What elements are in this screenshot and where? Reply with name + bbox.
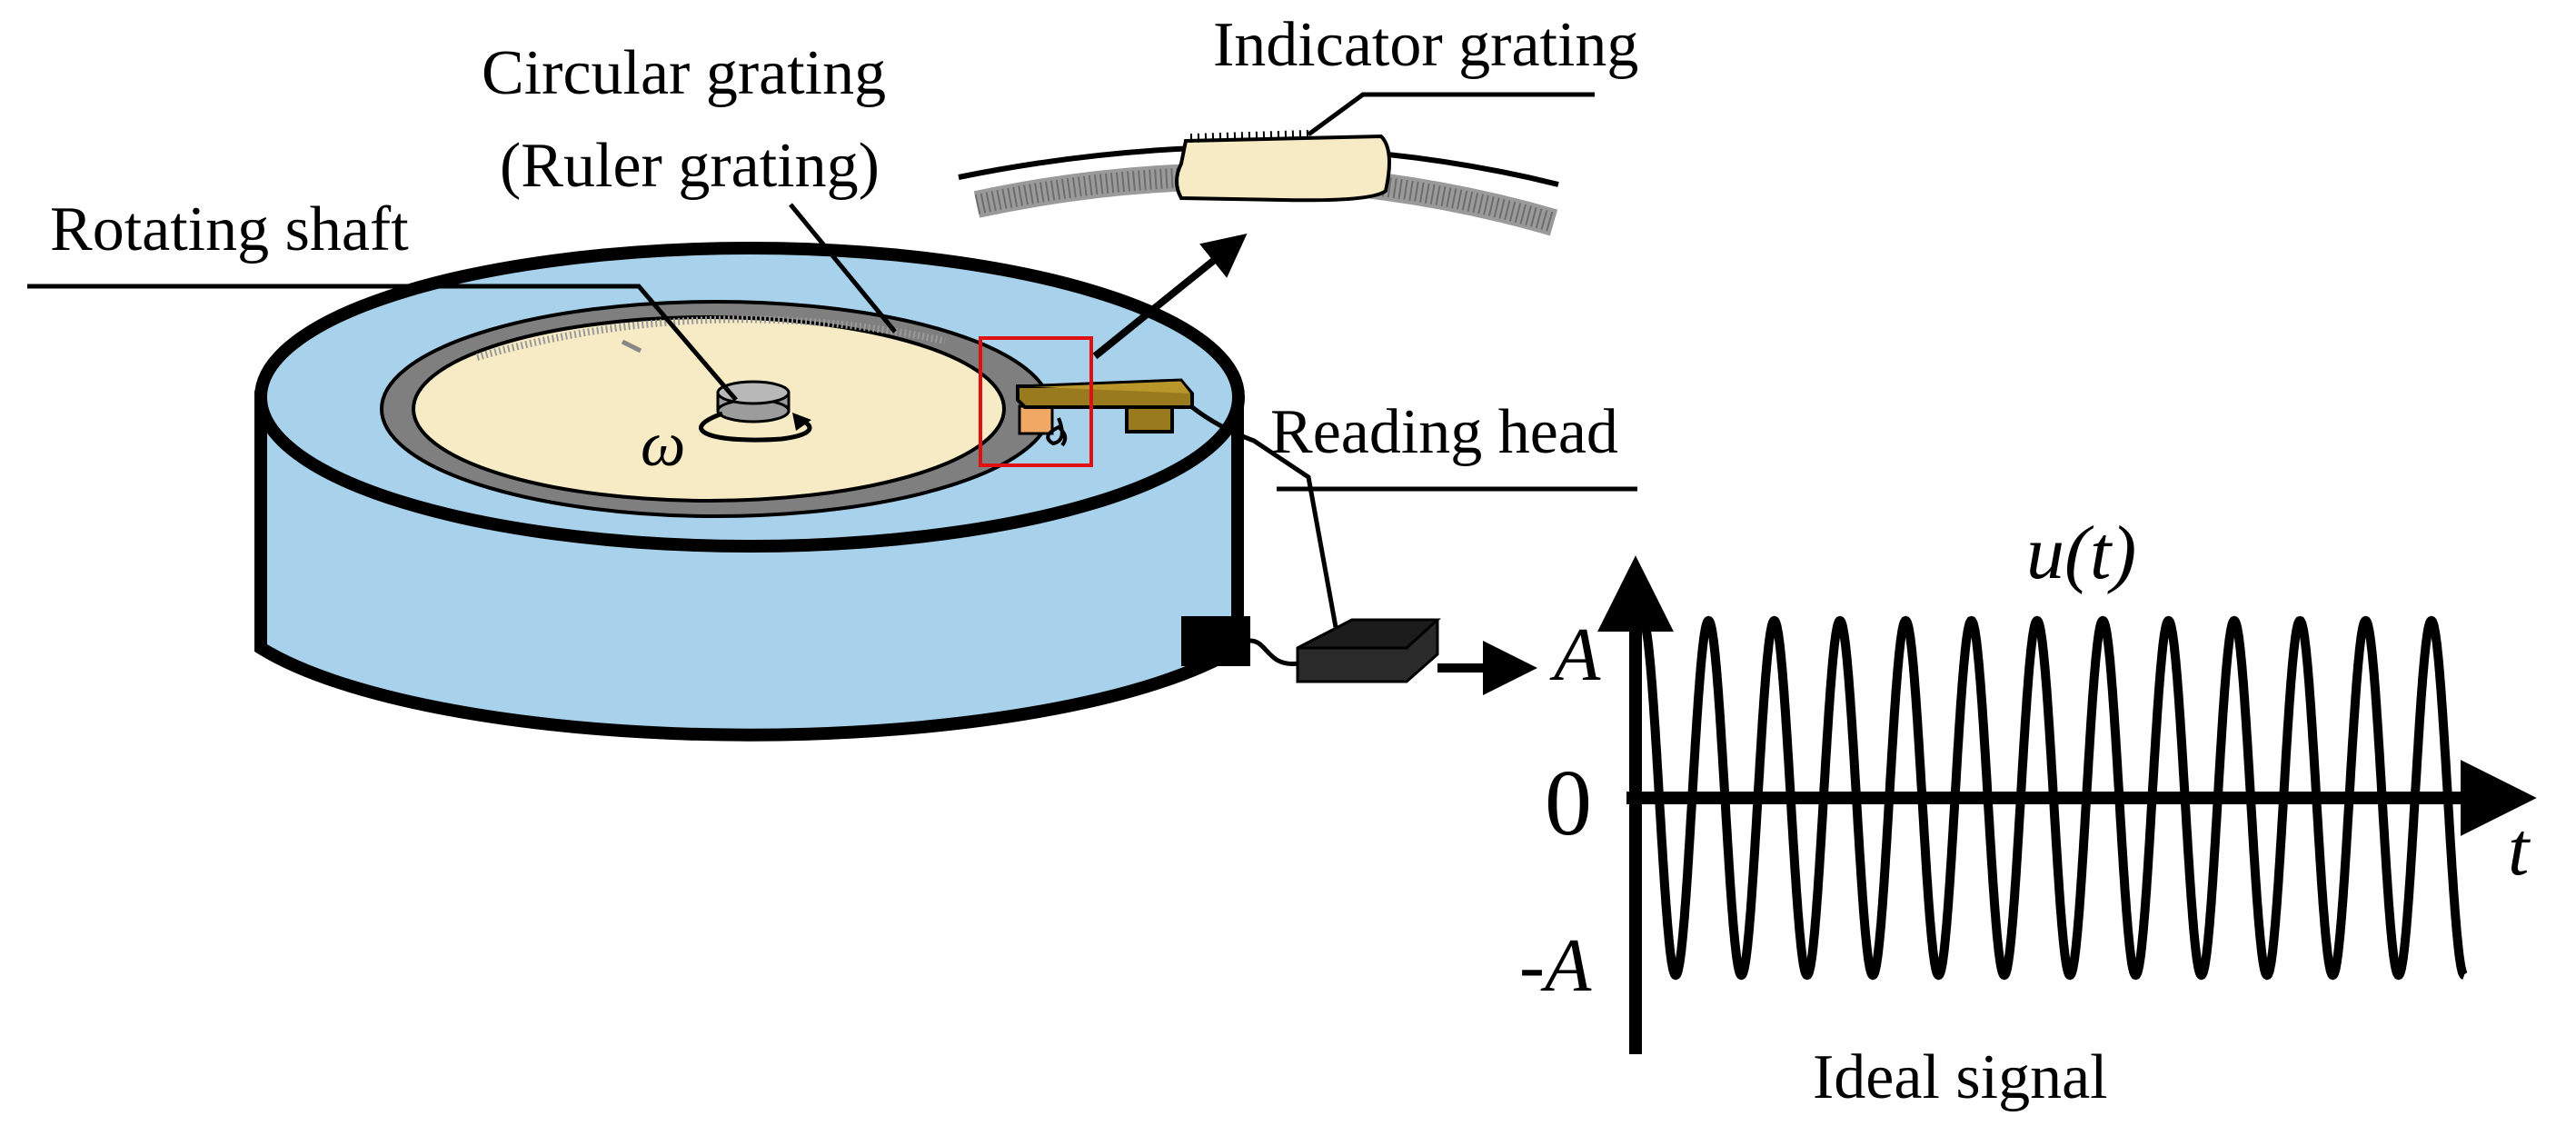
label-omega: ω	[641, 410, 685, 480]
chart-x-label: t	[2508, 807, 2531, 892]
chart-title: u(t)	[2026, 511, 2136, 595]
connector-box	[1181, 616, 1250, 666]
signal-chart: u(t) t A 0 -A Ideal signal	[1519, 511, 2537, 1112]
head-lower-block	[1125, 405, 1174, 433]
indicator-inset	[958, 130, 1559, 236]
label-indicator-grating: Indicator grating	[1213, 10, 1638, 80]
label-circular-grating-2: (Ruler grating)	[500, 131, 880, 201]
cable-left	[1249, 638, 1300, 667]
ytick-0: 0	[1545, 751, 1592, 855]
label-rotating-shaft: Rotating shaft	[50, 194, 409, 264]
circular-grating-disk	[412, 315, 1006, 503]
label-reading-head: Reading head	[1270, 397, 1618, 467]
rotation-arrow-icon	[699, 411, 812, 443]
disk-assembly	[254, 242, 1245, 742]
reading-head-assembly	[979, 336, 1194, 467]
output-box	[1296, 618, 1441, 683]
magnify-highlight-box	[979, 336, 1093, 467]
head-orange-block	[1018, 404, 1054, 435]
ytick-A: A	[1549, 613, 1601, 697]
chart-caption: Ideal signal	[1813, 1042, 2108, 1112]
signal-line	[1639, 615, 2468, 981]
ytick-neg-A: -A	[1519, 923, 1592, 1008]
rotating-shaft	[716, 380, 791, 423]
label-circular-grating-1: Circular grating	[482, 38, 886, 108]
magnify-arrow	[1092, 233, 1248, 360]
grating-ticks	[475, 315, 946, 361]
indicator-grating-block	[1175, 134, 1391, 203]
